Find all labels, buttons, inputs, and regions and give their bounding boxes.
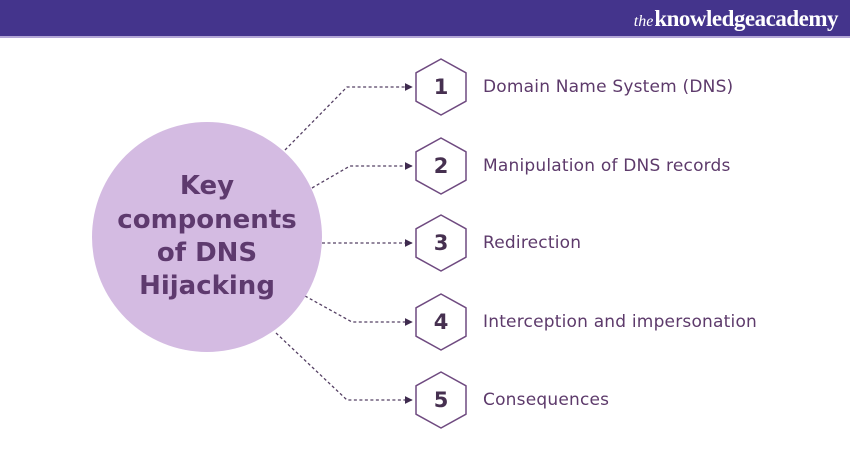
hexagon-shape-icon xyxy=(415,137,467,195)
title-line-1: Key xyxy=(179,171,235,202)
title-line-2: components xyxy=(117,204,297,235)
hexagon-node-3: 3 xyxy=(415,214,467,272)
item-label: Redirection xyxy=(483,233,582,253)
connector-line-2 xyxy=(311,162,413,189)
hexagon-shape-icon xyxy=(415,293,467,351)
hexagon-shape-icon xyxy=(415,58,467,116)
hexagon-shape-icon xyxy=(415,214,467,272)
item-number: 4 xyxy=(433,310,449,334)
item-label: Interception and impersonation xyxy=(483,312,758,332)
list-item-1: 1 Domain Name System (DNS) xyxy=(415,58,733,116)
title-line-4: Hijacking xyxy=(139,271,275,302)
central-topic-circle: Key components of DNS Hijacking xyxy=(92,122,322,352)
list-item-3: 3 Redirection xyxy=(415,214,581,272)
hexagon-node-4: 4 xyxy=(415,293,467,351)
connector-line-1 xyxy=(284,83,413,151)
item-number: 3 xyxy=(433,231,449,255)
logo-the-text: the xyxy=(633,12,654,30)
hexagon-node-1: 1 xyxy=(415,58,467,116)
item-label: Manipulation of DNS records xyxy=(483,156,731,176)
title-line-3: of DNS xyxy=(156,238,258,268)
central-topic-title: Key components of DNS Hijacking xyxy=(117,170,296,303)
item-label: Consequences xyxy=(483,390,610,410)
item-label: Domain Name System (DNS) xyxy=(483,77,734,97)
list-item-2: 2 Manipulation of DNS records xyxy=(415,137,731,195)
logo-name-text: knowledgeacademy xyxy=(654,5,838,31)
header-bar: the knowledgeacademy xyxy=(0,0,850,38)
hexagon-node-2: 2 xyxy=(415,137,467,195)
list-item-4: 4 Interception and impersonation xyxy=(415,293,757,351)
list-item-5: 5 Consequences xyxy=(415,371,609,429)
brand-logo: the knowledgeacademy xyxy=(633,5,839,31)
connector-line-4 xyxy=(304,295,413,326)
item-number: 1 xyxy=(433,75,449,99)
hexagon-node-5: 5 xyxy=(415,371,467,429)
hexagon-shape-icon xyxy=(415,371,467,429)
connector-line-5 xyxy=(275,332,413,404)
item-number: 2 xyxy=(433,154,449,178)
item-number: 5 xyxy=(433,388,449,412)
